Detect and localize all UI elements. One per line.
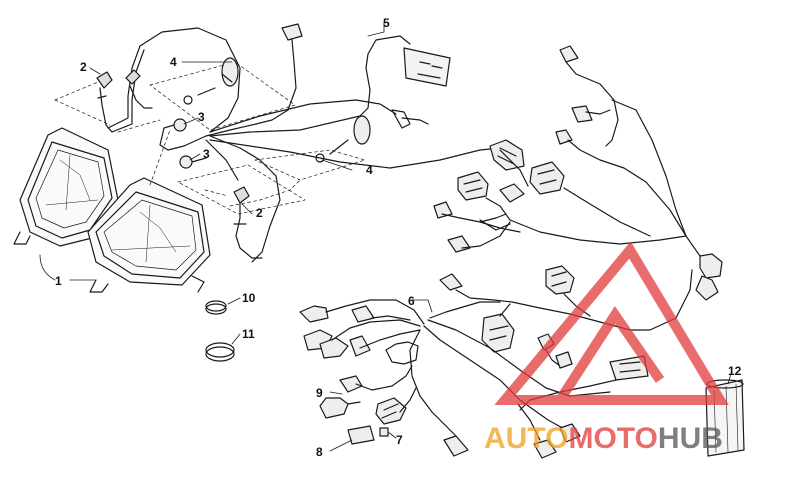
callout-9: 9 (316, 386, 323, 400)
watermark-logo: AUTOMOTOHUB (484, 241, 729, 455)
relay-8 (347, 425, 375, 445)
callout-12: 12 (728, 364, 742, 378)
headlight-front (87, 177, 211, 293)
callout-5: 5 (383, 16, 390, 30)
callout-10: 10 (242, 291, 256, 305)
adjuster-4-lower (315, 115, 371, 163)
callout-2b: 2 (256, 206, 263, 220)
clamp-10 (205, 300, 227, 315)
callout-6: 6 (408, 294, 415, 308)
fuse-7 (379, 427, 389, 437)
harness-right-connectors (489, 45, 723, 301)
reference-lines (54, 61, 366, 215)
callout-8: 8 (316, 445, 323, 459)
adjuster-4-upper (183, 57, 239, 105)
watermark-triangle-mark (494, 241, 729, 405)
watermark-word: AUTOMOTOHUB (484, 422, 723, 455)
clamp-11 (205, 342, 235, 362)
callout-11: 11 (242, 327, 255, 341)
callout-3b: 3 (203, 147, 210, 161)
bulb-socket-upper (96, 71, 113, 133)
callout-3a: 3 (198, 110, 205, 124)
bulb-socket-lower (233, 186, 263, 259)
callout-4a: 4 (170, 55, 177, 69)
headlight-harness (107, 23, 501, 263)
main-harness (299, 265, 693, 459)
callout-7: 7 (396, 433, 403, 447)
callout-2a: 2 (80, 60, 87, 74)
bulb-3-upper (159, 118, 207, 151)
callout-1: 1 (55, 274, 62, 288)
callout-4b: 4 (366, 163, 373, 177)
connector-cluster-middle (433, 149, 687, 253)
leader-1 (39, 254, 96, 281)
bulb-3-lower (179, 155, 207, 169)
callout-leaders (89, 21, 733, 452)
